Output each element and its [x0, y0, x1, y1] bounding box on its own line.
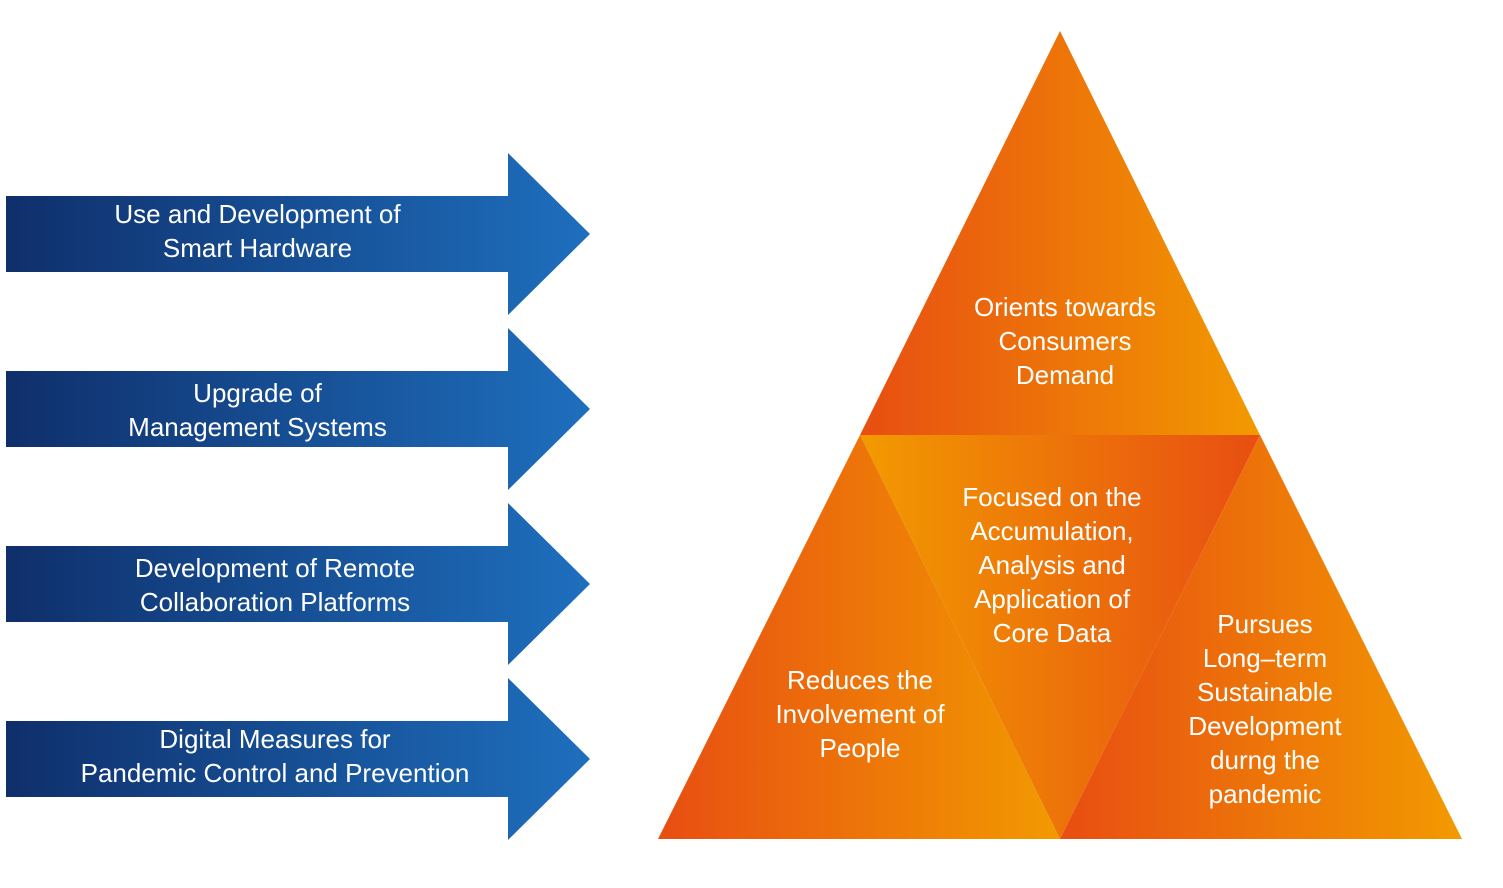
pyramid-center-triangle [860, 435, 1260, 839]
pyramid-top-label: Orients towards Consumers Demand [973, 292, 1157, 390]
pyramid-left-label: Reduces the Involvement of People [775, 665, 945, 763]
arrow-2-label: Upgrade of Management Systems [128, 378, 387, 442]
arrow-2-shape [6, 328, 590, 490]
arrow-4-shape [6, 678, 590, 840]
arrow-4-label: Digital Measures for Pandemic Control an… [80, 724, 470, 788]
arrow-1-label: Use and Development of Smart Hardware [114, 199, 401, 263]
arrow-1-shape [6, 153, 590, 315]
pyramid-right-triangle [1060, 435, 1462, 839]
pyramid-top-triangle [860, 31, 1260, 435]
pyramid-right-label: Pursues Long–term Sustainable Developmen… [1188, 609, 1342, 809]
pyramid-center-label: Focused on the Accumulation, Analysis an… [962, 482, 1142, 648]
arrow-3-label: Development of Remote Collaboration Plat… [134, 553, 416, 617]
pyramid-left-triangle [658, 435, 1060, 839]
arrow-3-shape [6, 503, 590, 665]
